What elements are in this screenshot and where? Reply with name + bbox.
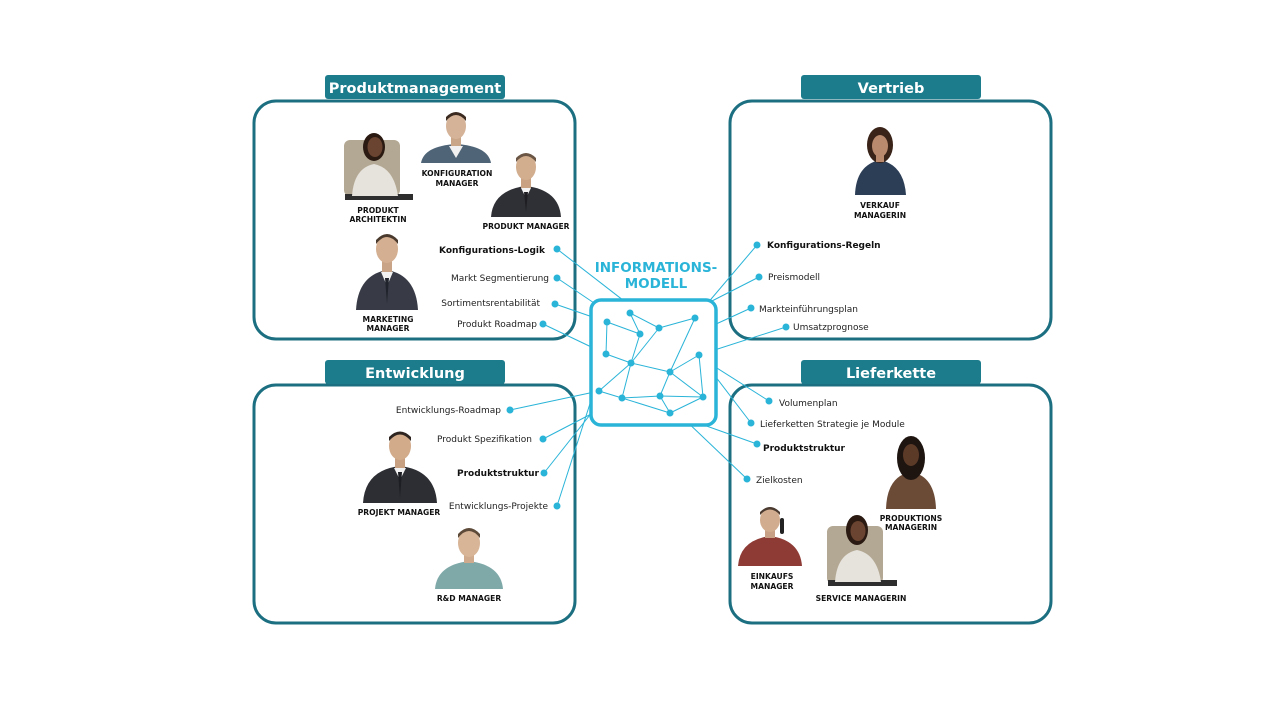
item-zielkosten: Zielkosten	[756, 476, 803, 486]
person-marketing-manager-icon	[356, 234, 418, 310]
person-architektin-icon	[344, 133, 413, 200]
item-volumenplan: Volumenplan	[779, 399, 838, 409]
item-lieferketten-strategie: Lieferketten Strategie je Module	[760, 420, 905, 430]
hub-nodes	[595, 309, 707, 417]
item-entwicklungs-projekte: Entwicklungs-Projekte	[449, 502, 549, 512]
item-dots	[506, 241, 790, 510]
person-rd-manager-icon	[435, 528, 503, 589]
role-verkauf-line1: VERKAUF	[860, 201, 900, 210]
role-produktion-line1: PRODUKTIONS	[880, 514, 943, 523]
role-architektin-line2: ARCHITEKTIN	[349, 215, 406, 224]
entwicklung-title: Entwicklung	[365, 366, 465, 382]
person-konfiguration-manager-icon	[421, 112, 491, 163]
item-konfigurations-regeln: Konfigurations-Regeln	[767, 241, 881, 251]
item-umsatzprognose: Umsatzprognose	[793, 323, 869, 333]
item-entwicklungs-roadmap: Entwicklungs-Roadmap	[396, 406, 501, 416]
item-produktstruktur-entwicklung: Produktstruktur	[457, 469, 540, 479]
hub-title-line2: MODELL	[625, 276, 688, 292]
item-produktstruktur-lieferkette: Produktstruktur	[763, 444, 846, 454]
role-produkt-manager: PRODUKT MANAGER	[483, 222, 570, 231]
item-markt-segmentierung: Markt Segmentierung	[451, 274, 549, 284]
role-marketing-line1: MARKETING	[363, 315, 414, 324]
hub-title-line1: INFORMATIONS-	[595, 260, 718, 276]
hub-mesh	[598, 312, 704, 414]
person-einkaufs-manager-icon	[738, 507, 802, 566]
item-konfigurations-logik: Konfigurations-Logik	[439, 246, 546, 256]
person-produkt-manager-icon	[491, 153, 561, 217]
role-einkauf-line2: MANAGER	[751, 582, 794, 591]
hub-frame	[589, 298, 718, 427]
item-markteinfuehrungsplan: Markteinführungsplan	[759, 305, 858, 315]
produktmanagement-title: Produktmanagement	[329, 81, 501, 97]
role-verkauf-line2: MANAGERIN	[854, 211, 906, 220]
produktmanagement-tab	[325, 75, 505, 99]
item-produkt-roadmap: Produkt Roadmap	[457, 320, 537, 330]
person-verkauf-managerin-icon	[855, 127, 906, 195]
lieferkette-title: Lieferkette	[846, 366, 936, 382]
lieferkette-tab	[801, 360, 981, 384]
entwicklung-tab	[325, 360, 505, 384]
item-preismodell: Preismodell	[768, 273, 820, 283]
entwicklung-box	[252, 383, 577, 625]
item-sortimentsrentabilitaet: Sortimentsrentabilität	[441, 299, 540, 309]
person-projekt-manager-icon	[363, 431, 437, 503]
role-konfiguration-line1: KONFIGURATION	[422, 169, 493, 178]
person-produktions-managerin-icon	[886, 436, 936, 509]
person-service-managerin-icon	[827, 515, 897, 586]
role-marketing-line2: MANAGER	[367, 324, 410, 333]
role-produktion-line2: MANAGERIN	[885, 523, 937, 532]
role-rd-manager: R&D MANAGER	[437, 594, 502, 603]
vertrieb-box	[728, 99, 1053, 341]
produktmanagement-box	[252, 99, 577, 341]
vertrieb-title: Vertrieb	[858, 81, 925, 97]
role-konfiguration-line2: MANAGER	[436, 179, 479, 188]
vertrieb-tab	[801, 75, 981, 99]
role-projekt-manager: PROJEKT MANAGER	[358, 508, 441, 517]
role-einkauf-line1: EINKAUFS	[751, 572, 794, 581]
item-produkt-spezifikation: Produkt Spezifikation	[437, 435, 532, 445]
role-architektin-line1: PRODUKT	[357, 206, 399, 215]
role-service-managerin: SERVICE MANAGERIN	[816, 594, 907, 603]
